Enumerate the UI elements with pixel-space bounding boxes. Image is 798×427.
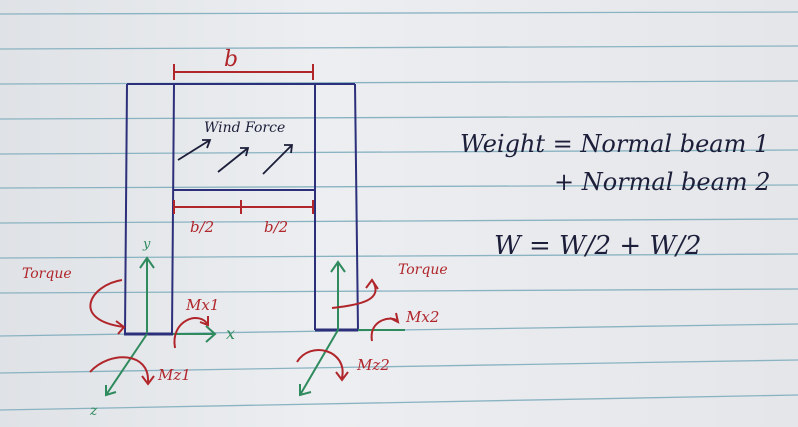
axis-x-label: x <box>226 324 235 343</box>
axes-right <box>299 260 405 397</box>
ruled-lines <box>0 11 798 411</box>
equation-line-3: W = W/2 + W/2 <box>494 231 701 261</box>
axis-z-label: z <box>89 403 98 419</box>
dimension-b <box>173 64 314 214</box>
axis-y-label: y <box>142 237 151 252</box>
wind-force-label: Wind Force <box>204 120 285 136</box>
moment-mz1-label: Mz1 <box>157 366 191 384</box>
moment-mx2-label: Mx2 <box>405 308 439 326</box>
torque-left-label: Torque <box>22 266 72 282</box>
moment-arrows <box>89 278 400 386</box>
dimension-half-right: b/2 <box>264 218 288 236</box>
equation-line-1: Weight = Normal beam 1 <box>460 130 769 158</box>
moment-mx1-label: Mx1 <box>185 296 219 314</box>
frame <box>124 83 359 336</box>
dimension-b-label: b <box>224 47 238 72</box>
torque-right-label: Torque <box>398 262 448 278</box>
dimension-half-left: b/2 <box>190 218 214 236</box>
wind-arrows <box>177 139 294 175</box>
equation-line-2: + Normal beam 2 <box>554 168 771 196</box>
moment-mz2-label: Mz2 <box>356 356 390 374</box>
axes-left <box>105 256 217 397</box>
